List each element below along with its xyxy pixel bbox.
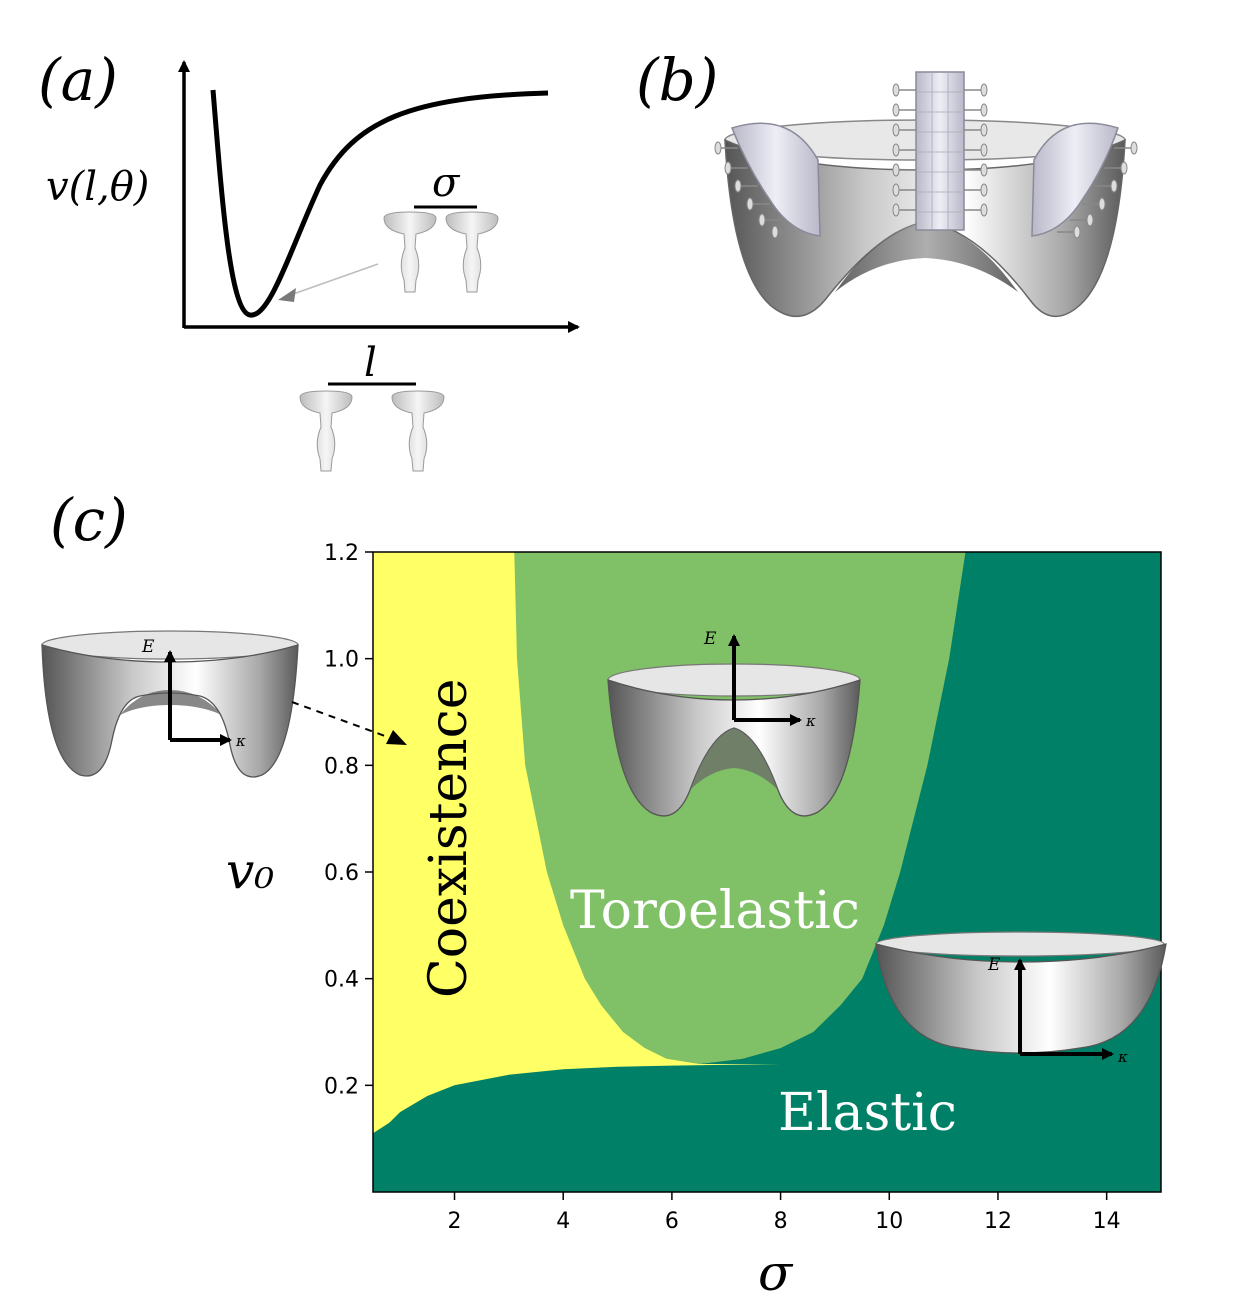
membrane-slab-center bbox=[915, 71, 965, 231]
x-tick-label: 14 bbox=[1093, 1209, 1121, 1234]
inset-toroelastic-surface: E κ bbox=[607, 629, 861, 817]
y-tick-label: 0.8 bbox=[324, 754, 359, 779]
y-tick-label: 1.0 bbox=[324, 648, 359, 673]
lipid-icon bbox=[445, 211, 499, 293]
inset-energy-label: E bbox=[141, 637, 155, 657]
panel-b-label: (b) bbox=[636, 46, 718, 114]
y-ticks: 0.2 0.4 0.6 0.8 1.0 1.2 bbox=[324, 541, 373, 1099]
dashed-pointer-arrowhead bbox=[386, 730, 407, 745]
inset-energy-label: E bbox=[703, 629, 717, 649]
inset-curvature-label: κ bbox=[235, 732, 246, 750]
elastic-region-bottom bbox=[373, 1064, 1161, 1192]
y-tick-label: 1.2 bbox=[324, 541, 359, 566]
pointer-arrowhead bbox=[278, 288, 296, 302]
x-tick-label: 2 bbox=[448, 1209, 462, 1234]
panel-c-label: (c) bbox=[50, 486, 128, 554]
x-tick-label: 12 bbox=[984, 1209, 1012, 1234]
l-label: l bbox=[364, 340, 377, 386]
coexistence-label: Coexistence bbox=[419, 678, 479, 998]
lipid-icon bbox=[299, 390, 353, 472]
y-tick-label: 0.4 bbox=[324, 968, 359, 993]
y-axis-label: v₀ bbox=[226, 842, 274, 900]
inset-curvature-label: κ bbox=[1117, 1048, 1128, 1066]
elastic-label: Elastic bbox=[778, 1083, 957, 1143]
potential-axis-label: v(l,θ) bbox=[46, 164, 149, 210]
sigma-label: σ bbox=[432, 160, 461, 206]
x-axis-label: σ bbox=[758, 1244, 794, 1302]
membrane-slab-grid bbox=[916, 72, 964, 230]
potential-curve bbox=[210, 89, 549, 318]
lipid-icon bbox=[383, 211, 437, 293]
x-tick-label: 10 bbox=[875, 1209, 903, 1234]
inset-coexistence-surface: E κ bbox=[41, 630, 299, 778]
y-tick-label: 0.6 bbox=[324, 861, 359, 886]
surface-inner-wall bbox=[835, 222, 1018, 292]
panel-a: (a) v(l,θ) σ l bbox=[38, 46, 580, 472]
pointer-line bbox=[281, 263, 379, 299]
lipid-icon bbox=[391, 390, 445, 472]
panel-c: (c) 2 4 6 8 10 12 14 0.2 0.4 0.6 0.8 1.0 1.2 σ v₀ C… bbox=[41, 486, 1167, 1302]
dashed-pointer-line bbox=[291, 701, 397, 741]
x-tick-label: 6 bbox=[665, 1209, 679, 1234]
x-tick-label: 4 bbox=[556, 1209, 570, 1234]
y-tick-label: 0.2 bbox=[324, 1074, 359, 1099]
toroelastic-label: Toroelastic bbox=[570, 881, 860, 941]
inset-elastic-surface: E κ bbox=[875, 931, 1167, 1066]
panel-a-label: (a) bbox=[38, 46, 118, 114]
panel-b: (b) bbox=[636, 46, 1138, 318]
x-ticks: 2 4 6 8 10 12 14 bbox=[448, 1192, 1121, 1234]
inset-curvature-label: κ bbox=[805, 712, 816, 730]
x-tick-label: 8 bbox=[774, 1209, 788, 1234]
membrane-slab-right bbox=[1031, 122, 1119, 237]
inset-energy-label: E bbox=[987, 955, 1001, 975]
membrane-slab-left bbox=[731, 122, 821, 237]
